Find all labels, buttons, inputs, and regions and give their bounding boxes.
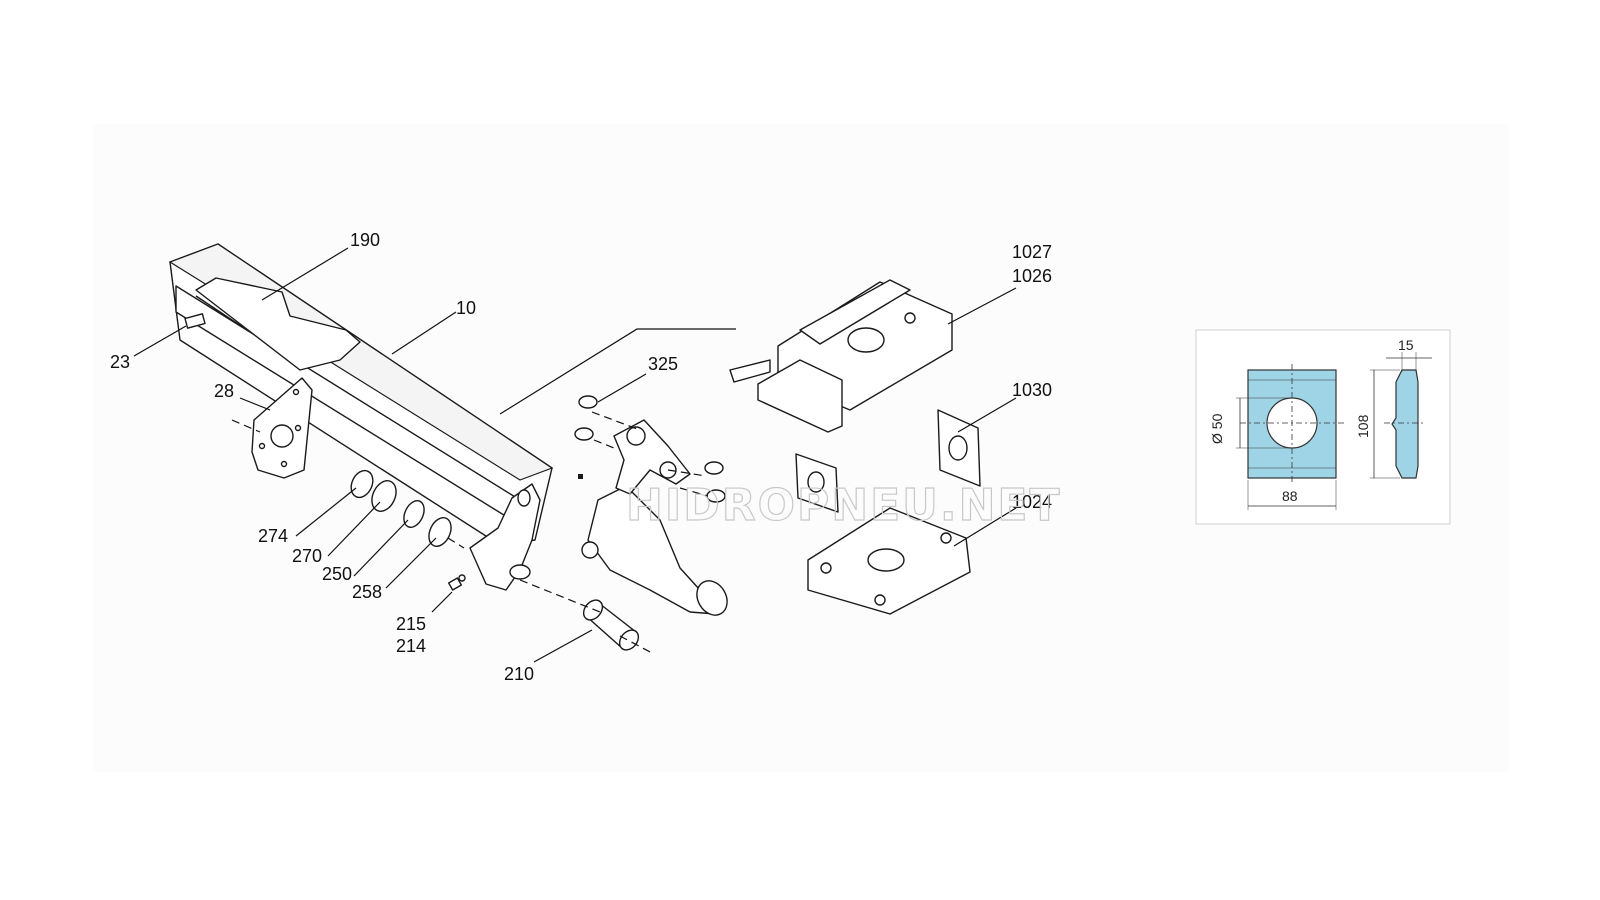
callout-270: 270: [292, 546, 322, 566]
tie-rod-lever: [613, 419, 691, 495]
dim-width: 88: [1282, 488, 1298, 504]
seal-rings: [350, 469, 452, 547]
beam-cover-plate: [195, 277, 361, 371]
dim-thickness: 15: [1398, 337, 1414, 353]
callout-1030: 1030: [1012, 380, 1052, 400]
dim-height: 108: [1355, 414, 1371, 438]
spring-seat-upper: [729, 279, 953, 433]
ring-250: [403, 500, 425, 528]
grease-nipple: [447, 574, 466, 591]
watermark-text: HIDROPNEU.NET: [626, 480, 1061, 531]
callout-23: 23: [110, 352, 130, 372]
callout-190: 190: [350, 230, 380, 250]
spring-seat-lower: [807, 507, 971, 615]
leader-lines: [133, 247, 1017, 663]
callout-258: 258: [352, 582, 382, 602]
callout-214: 214: [396, 636, 426, 656]
shim-side-view: [1391, 369, 1419, 479]
callout-10: 10: [456, 298, 476, 318]
steering-knuckle: [469, 483, 728, 616]
shim-plate: [937, 409, 981, 487]
callout-1026: 1026: [1012, 266, 1052, 286]
tag-plate: [184, 313, 206, 329]
detail-inset: Ø 50 88 108 15: [1195, 329, 1451, 525]
bushing: [582, 599, 640, 651]
callout-325: 325: [648, 354, 678, 374]
ring-274: [350, 469, 374, 499]
spring-clips: [574, 395, 726, 503]
callout-210: 210: [504, 664, 534, 684]
assembly-lines: [231, 411, 709, 655]
dim-hole: Ø 50: [1209, 413, 1225, 444]
callout-1027: 1027: [1012, 242, 1052, 262]
callout-250: 250: [322, 564, 352, 584]
callout-28: 28: [214, 381, 234, 401]
shim-plate-small: [795, 453, 839, 513]
callout-labels: 190 10 23 28 325 1027 1026 1030 1024 274…: [110, 230, 1052, 684]
brake-plate: [251, 377, 313, 479]
callout-215: 215: [396, 614, 426, 634]
callout-1024: 1024: [1012, 492, 1052, 512]
callout-274: 274: [258, 526, 288, 546]
